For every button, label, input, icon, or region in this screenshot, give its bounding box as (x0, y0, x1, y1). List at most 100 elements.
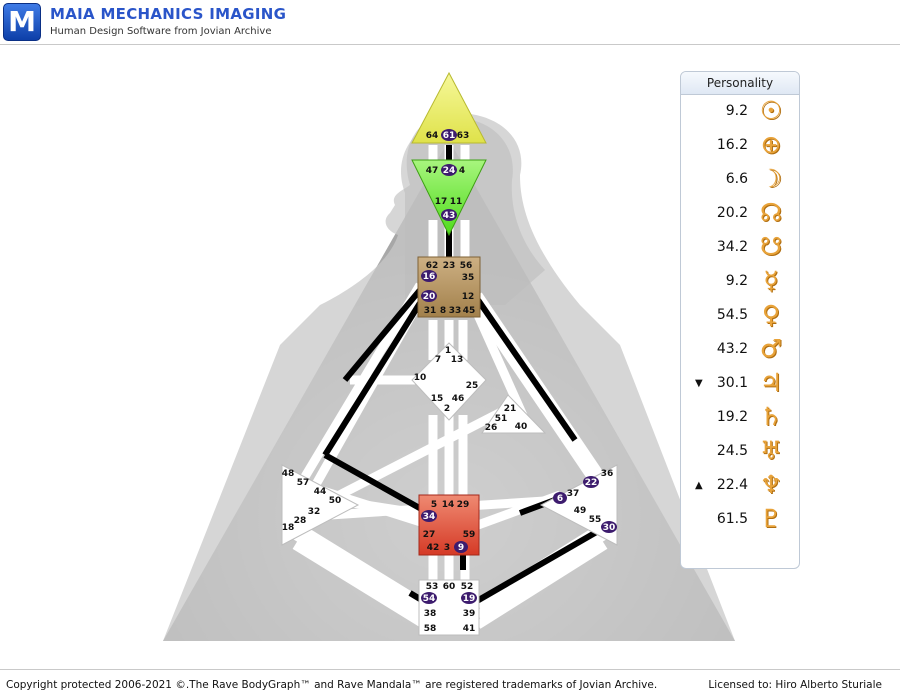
gate-33[interactable]: 33 (449, 306, 462, 316)
gate-57[interactable]: 57 (297, 478, 310, 488)
gate-51[interactable]: 51 (495, 414, 508, 424)
heart-center[interactable] (481, 394, 547, 434)
gate-36[interactable]: 36 (601, 469, 614, 479)
gate-1[interactable]: 1 (445, 346, 451, 356)
gate-6[interactable]: 6 (557, 494, 563, 504)
gate-50[interactable]: 50 (329, 496, 342, 506)
gate-30[interactable]: 30 (603, 523, 616, 533)
gate-49[interactable]: 49 (574, 506, 587, 516)
gate-line-value: 43.2 (716, 341, 748, 357)
gate-62[interactable]: 62 (426, 261, 439, 271)
gate-53[interactable]: 53 (426, 582, 439, 592)
gate-35[interactable]: 35 (462, 273, 475, 283)
gate-19[interactable]: 19 (463, 594, 476, 604)
gate-55[interactable]: 55 (589, 515, 602, 525)
planet-row[interactable]: 16.2⊕ (681, 129, 799, 163)
gate-18[interactable]: 18 (282, 523, 295, 533)
planet-row[interactable]: 54.5♀ (681, 299, 799, 333)
gate-15[interactable]: 15 (431, 394, 444, 404)
gate-line-value: 6.6 (725, 171, 748, 187)
planet-row[interactable]: 34.2☋ (681, 231, 799, 265)
planet-row[interactable]: 19.2♄ (681, 401, 799, 435)
gate-60[interactable]: 60 (443, 582, 456, 592)
gate-24[interactable]: 24 (443, 166, 456, 176)
planet-row[interactable]: 9.2☿ (681, 265, 799, 299)
gate-26[interactable]: 26 (485, 423, 498, 433)
gate-45[interactable]: 45 (463, 306, 476, 316)
planet-row[interactable]: 61.5♇ (681, 503, 799, 537)
personality-rows: 9.2☉16.2⊕6.6☽20.2☊34.2☋9.2☿54.5♀43.2♂▼30… (681, 95, 799, 537)
gate-10[interactable]: 10 (414, 373, 427, 383)
gate-line-value: 9.2 (725, 273, 748, 289)
gate-line-value: 22.4 (716, 477, 748, 493)
planet-row[interactable]: 43.2♂ (681, 333, 799, 367)
gate-8[interactable]: 8 (440, 306, 446, 316)
gate-14[interactable]: 14 (442, 500, 455, 510)
gate-34[interactable]: 34 (423, 512, 436, 522)
planet-row[interactable]: ▲22.4♆ (681, 469, 799, 503)
sacral-center[interactable] (418, 494, 480, 556)
gate-line-value: 34.2 (716, 239, 748, 255)
gate-line-value: 19.2 (716, 409, 748, 425)
gate-54[interactable]: 54 (423, 594, 436, 604)
gate-25[interactable]: 25 (466, 381, 479, 391)
personality-panel: Personality 9.2☉16.2⊕6.6☽20.2☊34.2☋9.2☿5… (680, 71, 800, 569)
gate-4[interactable]: 4 (459, 166, 465, 176)
gate-37[interactable]: 37 (567, 489, 580, 499)
gate-11[interactable]: 11 (450, 197, 463, 207)
gate-59[interactable]: 59 (463, 530, 476, 540)
gate-23[interactable]: 23 (443, 261, 456, 271)
venus-icon: ♀ (761, 300, 781, 329)
throat-center[interactable] (417, 256, 481, 318)
gate-20[interactable]: 20 (423, 292, 436, 302)
gate-16[interactable]: 16 (423, 272, 436, 282)
gate-9[interactable]: 9 (458, 543, 464, 553)
gate-47[interactable]: 47 (426, 166, 439, 176)
spleen-center[interactable] (281, 464, 360, 546)
solar-plexus-center[interactable] (539, 464, 618, 546)
gate-63[interactable]: 63 (457, 131, 470, 141)
gate-64[interactable]: 64 (426, 131, 439, 141)
gate-42[interactable]: 42 (427, 543, 440, 553)
gate-27[interactable]: 27 (423, 530, 436, 540)
gate-3[interactable]: 3 (444, 543, 450, 553)
gate-44[interactable]: 44 (314, 487, 327, 497)
root-center[interactable] (418, 579, 480, 636)
gate-13[interactable]: 13 (451, 355, 464, 365)
head-center[interactable] (411, 71, 487, 144)
planet-row[interactable]: 24.5♅ (681, 435, 799, 469)
planet-row[interactable]: 20.2☊ (681, 197, 799, 231)
ajna-center[interactable] (411, 159, 487, 237)
gate-43[interactable]: 43 (443, 211, 456, 221)
gate-52[interactable]: 52 (461, 582, 474, 592)
gate-58[interactable]: 58 (424, 624, 437, 634)
gate-61[interactable]: 61 (443, 131, 456, 141)
gate-21[interactable]: 21 (504, 404, 517, 414)
north-node-icon: ☊ (759, 198, 783, 227)
gate-22[interactable]: 22 (585, 478, 598, 488)
gate-32[interactable]: 32 (308, 507, 321, 517)
planet-row[interactable]: ▼30.1♃ (681, 367, 799, 401)
gate-40[interactable]: 40 (515, 422, 528, 432)
exalted-arrow-icon: ▲ (695, 480, 703, 491)
gate-5[interactable]: 5 (431, 500, 437, 510)
gate-7[interactable]: 7 (435, 355, 441, 365)
gate-41[interactable]: 41 (463, 624, 476, 634)
planet-row[interactable]: 9.2☉ (681, 95, 799, 129)
gate-39[interactable]: 39 (463, 609, 476, 619)
g-center[interactable] (411, 342, 487, 421)
main-area: 64 61 63 47 24 4 17 11 43 62 23 56 16 35… (0, 45, 900, 668)
gate-12[interactable]: 12 (462, 292, 475, 302)
earth-icon: ⊕ (760, 130, 782, 159)
gate-17[interactable]: 17 (435, 197, 448, 207)
gate-46[interactable]: 46 (452, 394, 465, 404)
gate-2[interactable]: 2 (444, 404, 450, 414)
license-text: Licensed to: Hiro Alberto Sturiale (708, 679, 882, 691)
gate-31[interactable]: 31 (424, 306, 437, 316)
planet-row[interactable]: 6.6☽ (681, 163, 799, 197)
gate-38[interactable]: 38 (424, 609, 437, 619)
gate-29[interactable]: 29 (457, 500, 470, 510)
gate-56[interactable]: 56 (460, 261, 473, 271)
gate-48[interactable]: 48 (282, 469, 295, 479)
gate-28[interactable]: 28 (294, 516, 307, 526)
